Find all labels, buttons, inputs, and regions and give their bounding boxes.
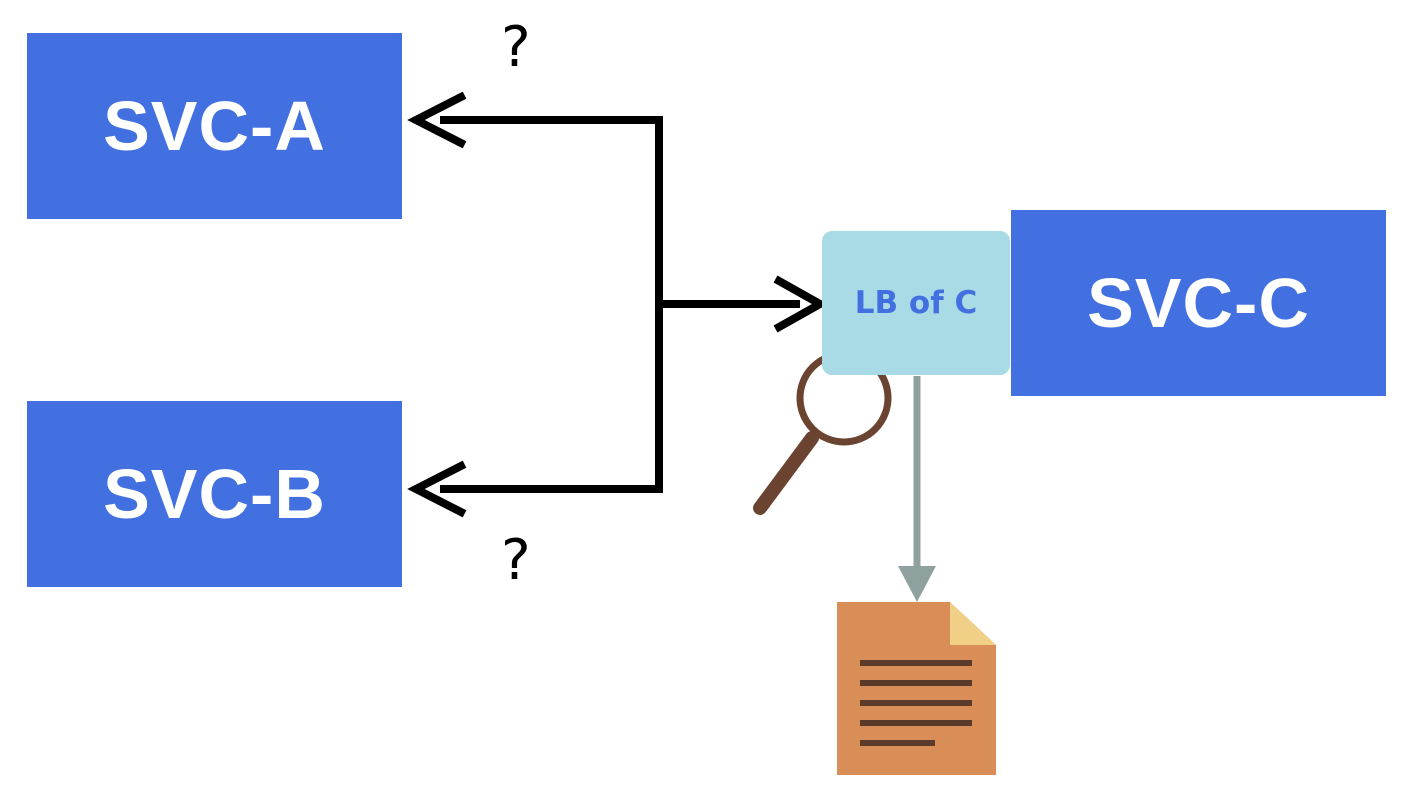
svc-c-node: SVC-C (1011, 210, 1386, 396)
svc-a-label: SVC-A (103, 87, 326, 165)
question-mark-bottom: ? (501, 528, 531, 593)
load-balancer-label: LB of C (854, 285, 978, 321)
svc-b-label: SVC-B (103, 455, 326, 533)
document-icon (837, 602, 996, 775)
log-arrow (898, 376, 936, 602)
svc-b-node: SVC-B (27, 401, 402, 587)
svc-a-node: SVC-A (27, 33, 402, 219)
question-mark-top: ? (501, 15, 531, 80)
magnifier-icon (753, 350, 892, 515)
load-balancer-node: LB of C (822, 231, 1010, 375)
arrowhead-svc-b (407, 460, 467, 518)
fanout-arrows (407, 91, 829, 518)
svc-c-label: SVC-C (1087, 264, 1310, 342)
arrowhead-lb (773, 275, 829, 333)
arrowhead-svc-a (407, 91, 467, 149)
